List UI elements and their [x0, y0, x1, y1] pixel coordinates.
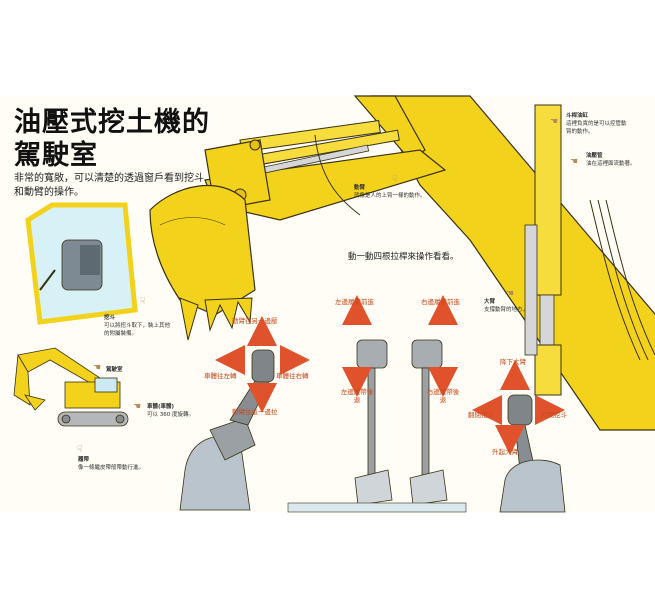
control-label-left-down: 動臂往這一邊拉 [232, 408, 278, 416]
pointing-hand-icon: ☚ [550, 117, 559, 127]
control-label-right-right: 打開挖斗 [541, 411, 567, 419]
label-tracks: 履帶 像一條繼皮帶般帶動行進。 [78, 457, 145, 471]
control-label-right-track-back: 右邊履帶後退 [426, 388, 460, 404]
mini-excavator [13, 347, 129, 427]
pointing-hand-icon: ☚ [506, 289, 515, 299]
control-label-right-track-forward: 右邊履帶前進 [421, 298, 460, 306]
control-label-left-track-back: 左邊履帶後退 [340, 388, 374, 404]
control-label-right-up: 降下大臂 [500, 358, 526, 366]
pointing-hand-icon: ☚ [133, 402, 142, 412]
control-label-right-down: 升起大臂 [492, 448, 518, 456]
control-label-right-left: 翻閉挖斗 [468, 411, 494, 419]
title-line-2: 駕駛室 [14, 140, 98, 171]
pointing-hand-icon: ☚ [93, 363, 102, 373]
control-label-left-track-forward: 左邊履帶前進 [335, 298, 374, 306]
label-cab: 駕駛室 [106, 367, 123, 373]
page-title: 油壓式挖土機的 駕駛室 [14, 106, 210, 172]
title-line-1: 油壓式挖土機的 [14, 107, 210, 138]
control-label-left-right: 車體往右轉 [276, 372, 309, 380]
bucket-shape [149, 185, 256, 316]
label-boom: 大臂 支撐動臂的地方。 [484, 299, 529, 313]
pointing-hand-icon: ☚ [570, 157, 579, 167]
label-turntable: 車體(車體) 可以 360 度旋轉。 [147, 404, 194, 418]
label-arm: 動臂 就像是人的上臂一樣的動作。 [354, 185, 426, 199]
left-control-arrows [215, 295, 565, 455]
travel-pedals [354, 339, 448, 506]
control-label-left-left: 車體往左轉 [204, 372, 237, 380]
control-label-left-up: 動臂往另一邊壓 [232, 317, 278, 325]
bucket-cylinder [534, 104, 562, 296]
boom-cylinder-rod [524, 224, 538, 356]
hydraulic-hoses [589, 199, 655, 361]
label-bucket-cylinder: 斗桿油缸 這裡負責的是可以控管動臂的動作。 [566, 113, 627, 135]
label-hydraulic-hose: 油壓管 油在這裡面流動著。 [586, 153, 636, 167]
right-joystick [499, 394, 566, 513]
bucket-teeth [204, 297, 253, 332]
pointing-hand-icon: ☟ [77, 445, 83, 455]
pointing-hand-icon: ☟ [392, 175, 398, 185]
label-bucket: 挖斗 可以將挖斗取下，裝上其他的附屬裝備。 [104, 315, 171, 337]
boom-shape [370, 95, 655, 431]
page-subtitle: 非常的寬敞，可以清楚的透過窗戶看到挖斗和動臂的操作。 [14, 173, 204, 198]
pointing-hand-icon: ☟ [140, 297, 146, 307]
instruction-text: 動一動四根拉桿來操作看看。 [348, 252, 459, 262]
